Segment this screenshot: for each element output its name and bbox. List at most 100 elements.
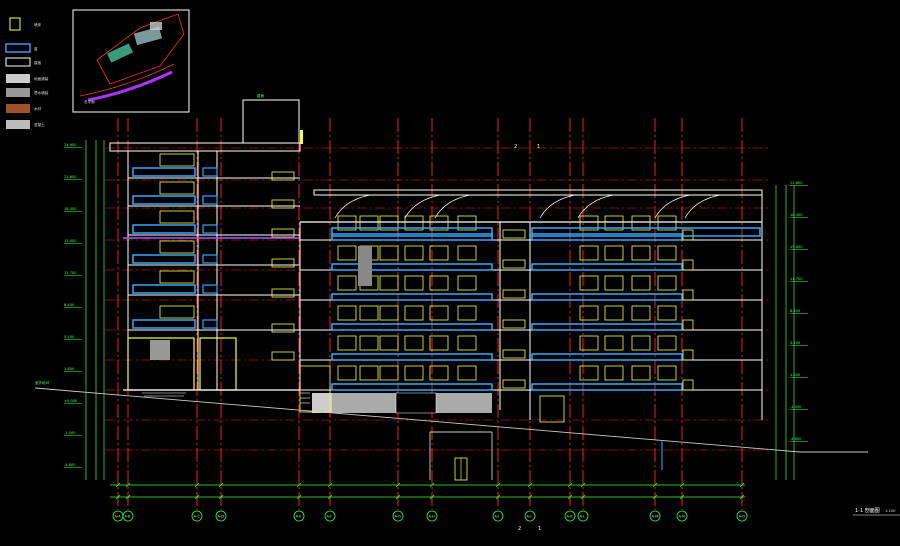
level-mark-left: -1.500 — [64, 431, 76, 435]
window — [359, 365, 379, 381]
dim-tick — [739, 494, 745, 500]
axis-bubble — [215, 510, 227, 522]
legend-label: 混凝土 — [34, 122, 45, 127]
roof-tag: 屋面 — [257, 93, 265, 98]
legend-label: 木材 — [34, 106, 42, 111]
axis-bubble — [392, 510, 404, 522]
window — [457, 245, 477, 261]
window — [579, 245, 599, 261]
window — [337, 215, 357, 231]
stair-window — [502, 259, 526, 269]
bottom-mark-right: 1 — [538, 526, 541, 532]
dim-tick — [580, 494, 586, 500]
title-text: 1-1 剖面图 — [855, 507, 880, 514]
window — [604, 305, 624, 321]
axis-bubble — [524, 510, 536, 522]
dim-tick — [679, 494, 685, 500]
balcony-rail — [331, 227, 493, 237]
left-tower-floors — [123, 150, 300, 391]
level-mark-right: 15.000 — [790, 245, 803, 249]
drawing-title: 1-1 剖面图 1:100 — [853, 507, 900, 516]
axis-bubble — [736, 510, 748, 522]
side-window — [271, 228, 295, 238]
legend-swatch — [6, 120, 30, 129]
legend-label: 地面铺装 — [34, 76, 49, 81]
window — [404, 275, 424, 291]
window — [337, 245, 357, 261]
window — [159, 210, 195, 224]
window — [429, 245, 449, 261]
window — [359, 335, 379, 351]
window — [457, 335, 477, 351]
window — [404, 215, 424, 231]
dim-tick — [115, 482, 121, 488]
axis-label: A-N — [679, 515, 686, 519]
dim-tick — [652, 494, 658, 500]
balcony-rail — [531, 353, 683, 361]
level-mark-left: -4.800 — [64, 463, 76, 467]
side-window — [271, 351, 295, 361]
balcony-rail — [331, 263, 493, 271]
panel — [358, 246, 372, 286]
balcony-rail — [132, 195, 196, 205]
legend-swatch — [6, 74, 30, 83]
rail — [202, 254, 218, 264]
rail — [202, 224, 218, 234]
window — [631, 215, 651, 231]
stair-window — [502, 349, 526, 359]
window — [159, 240, 195, 254]
dim-tick — [327, 494, 333, 500]
dim-tick — [679, 482, 685, 488]
rail — [202, 195, 218, 205]
window — [429, 335, 449, 351]
side-window — [682, 349, 694, 361]
balcony-rail — [531, 263, 683, 271]
level-mark-right: -4.800 — [790, 437, 802, 441]
window — [631, 275, 651, 291]
balcony-rail — [132, 224, 196, 234]
axis-label: A-H — [429, 515, 436, 519]
balcony-rail — [132, 319, 196, 329]
dim-tick — [296, 494, 302, 500]
axis-bubble — [564, 510, 576, 522]
dim-tick — [218, 494, 224, 500]
balcony-rail — [132, 254, 196, 264]
side-window — [682, 319, 694, 331]
axis-bubble — [492, 510, 504, 522]
window — [657, 245, 677, 261]
dim-tick — [495, 482, 501, 488]
dim-tick — [580, 482, 586, 488]
balcony-rail — [531, 383, 683, 391]
legend-swatch — [9, 17, 21, 31]
window — [429, 215, 449, 231]
entrance-stair — [140, 389, 310, 404]
level-mark-left: 15.000 — [64, 239, 77, 243]
balcony-rail — [331, 233, 493, 241]
legend-label: 墙体 — [34, 22, 42, 27]
window — [657, 305, 677, 321]
dim-tick — [567, 482, 573, 488]
axis-label: A-G — [395, 515, 402, 519]
window — [337, 365, 357, 381]
bottom-mark-left: 2 — [518, 526, 521, 532]
window — [457, 275, 477, 291]
legend-swatch — [6, 104, 30, 113]
keyplan-label: 总平面 — [84, 99, 95, 104]
dim-tick — [125, 494, 131, 500]
level-mark-right: 11.700 — [790, 277, 803, 281]
dim-tick — [429, 482, 435, 488]
side-window — [271, 199, 295, 209]
axis-bubble — [122, 510, 134, 522]
window — [457, 215, 477, 231]
axis-label: A-A — [115, 515, 122, 519]
window — [159, 305, 195, 319]
side-window — [271, 288, 295, 298]
top-mark-right: 1 — [537, 144, 540, 150]
side-window — [682, 259, 694, 271]
window — [359, 305, 379, 321]
window — [404, 365, 424, 381]
legend-swatch — [5, 43, 31, 53]
level-marks-right: 21.60018.30015.00011.7008.4005.1001.800-… — [790, 181, 808, 442]
window — [359, 215, 379, 231]
